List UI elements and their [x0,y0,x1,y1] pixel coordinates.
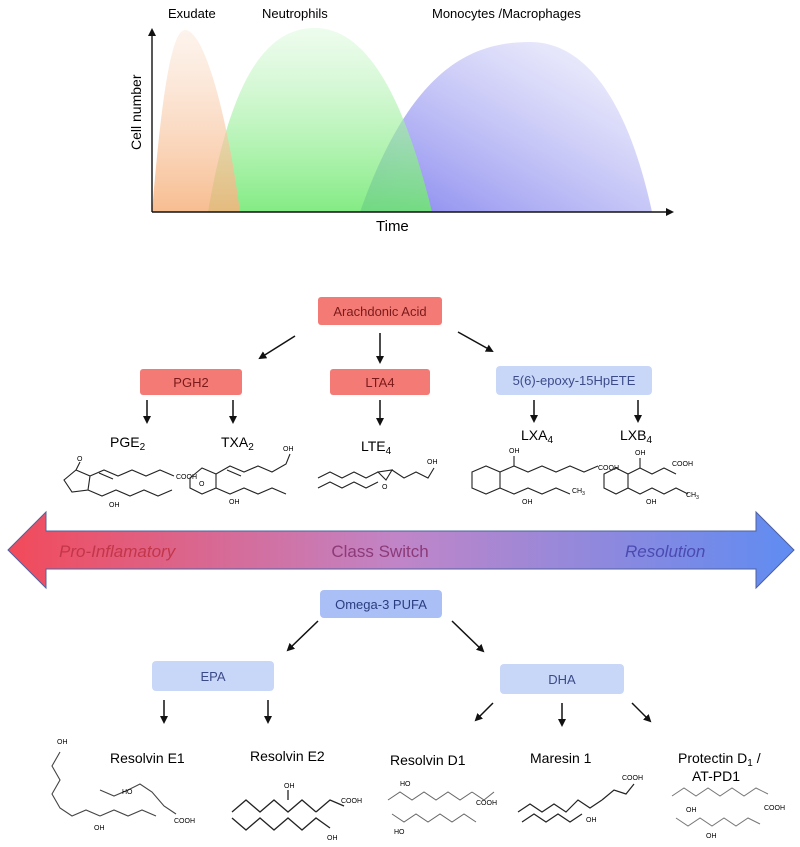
pge2-cooh-text: COOH [176,474,197,481]
txa2-oh2-text: OH [229,499,240,506]
monocytes-label: Monocytes /Macrophages [432,6,581,21]
rve1-cooh-text: COOH [174,818,195,825]
epoxy-label: 5(6)-epoxy-15HpETE [513,373,636,388]
rve1-ho-text: HO [122,789,133,796]
txa2-structure [189,453,291,495]
omega3-box [320,590,442,618]
lxb4-oh2-text: OH [646,499,657,506]
cell-timeline: Exudate Neutrophils Monocytes /Macrophag… [128,6,674,235]
lxb4-label: LXB4 [620,427,652,446]
lxb4-oh-text: OH [635,450,646,457]
maresin-oh-text: OH [586,817,597,824]
lxb4-structure [603,458,689,495]
omega3-pathway: Omega-3 PUFA EPA DHA Resolvin E1 Resolvi… [51,590,785,842]
rve2-oh-text: OH [284,783,295,790]
lxa4-label: LXA4 [521,427,553,446]
lxb4-ch3-text: CH3 [686,492,699,501]
omega3-label: Omega-3 PUFA [335,597,427,612]
resolvin-e2-label: Resolvin E2 [250,748,325,764]
epa-box [152,661,274,691]
lxa4-oh2-text: OH [522,499,533,506]
maresin-1-structure [517,783,635,823]
protectin-oh-text: OH [686,807,697,814]
pge2-structure [63,461,175,497]
protectin-cooh-text: COOH [764,805,785,812]
arrow-to-protectin [631,702,652,723]
txa2-o-text: O [199,481,205,488]
x-axis-label: Time [376,218,409,235]
protectin-structure [671,787,769,827]
double-arrow-shape [7,510,795,590]
lta4-box [330,369,430,395]
txa2-label: TXA2 [221,434,254,453]
lte4-oh-text: OH [427,459,438,466]
rvd1-cooh-text: COOH [476,800,497,807]
rve1-oh2-text: OH [94,825,105,832]
lte4-label: LTE4 [361,438,392,457]
lta4-label: LTA4 [365,375,394,390]
arachidonic-acid-box [318,297,442,325]
class-switch-label: Class Switch [331,542,428,561]
arrow-to-rvd1 [474,702,494,722]
dha-box [500,664,624,694]
lxa4-ch3-text: CH3 [572,488,585,497]
pgh2-box [140,369,242,395]
txa2-oh-text: OH [283,446,294,453]
arachidonic-pathway: Arachdonic Acid PGH2 LTA4 5(6)-epoxy-15H… [63,297,699,509]
lxb4-cooh-text: COOH [672,461,693,468]
lte4-o-text: O [382,484,388,491]
resolvin-d1-structure [387,791,495,823]
lxa4-structure [471,456,599,495]
y-axis-label: Cell number [128,74,144,150]
lxa4-cooh-text: COOH [598,465,619,472]
rvd1-ho2-text: HO [394,829,405,836]
arrow-to-pgh2 [258,335,296,360]
arrow-to-epa [286,620,319,652]
resolvin-d1-label: Resolvin D1 [390,752,466,768]
pge2-label: PGE2 [110,434,146,453]
resolvin-e1-structure [51,751,177,817]
epoxy-box [496,366,652,395]
lxa4-oh-text: OH [509,448,520,455]
rve2-oh2-text: OH [327,835,338,842]
protectin-label-line1: Protectin D1 / [678,750,761,769]
rve2-cooh-text: COOH [341,798,362,805]
neutrophils-label: Neutrophils [262,6,328,21]
epa-label: EPA [200,669,225,684]
pgh2-label: PGH2 [173,375,208,390]
maresin-1-label: Maresin 1 [530,750,592,766]
pro-inflammatory-label: Pro-Inflamatory [59,542,177,561]
arrow-to-epoxy [457,331,494,352]
protectin-label-line2: AT-PD1 [692,768,740,784]
rvd1-ho-text: HO [400,781,411,788]
exudate-label: Exudate [168,6,216,21]
resolvin-e1-label: Resolvin E1 [110,750,185,766]
protectin-oh2-text: OH [706,833,717,840]
resolution-label: Resolution [625,542,705,561]
class-switch-arrow: Pro-Inflamatory Class Switch Resolution [7,510,795,590]
dha-label: DHA [548,672,576,687]
resolvin-e2-structure [231,790,345,831]
monocytes-curve [360,42,652,212]
pge2-o-text: O [77,456,83,463]
lte4-structure [317,467,435,489]
neutrophils-curve [208,28,432,212]
maresin-cooh-text: COOH [622,775,643,782]
arrow-to-dha [451,620,485,653]
arachidonic-acid-label: Arachdonic Acid [333,304,426,319]
rve1-oh-text: OH [57,739,68,746]
pge2-oh-text: OH [109,502,120,509]
exudate-curve [152,30,240,212]
